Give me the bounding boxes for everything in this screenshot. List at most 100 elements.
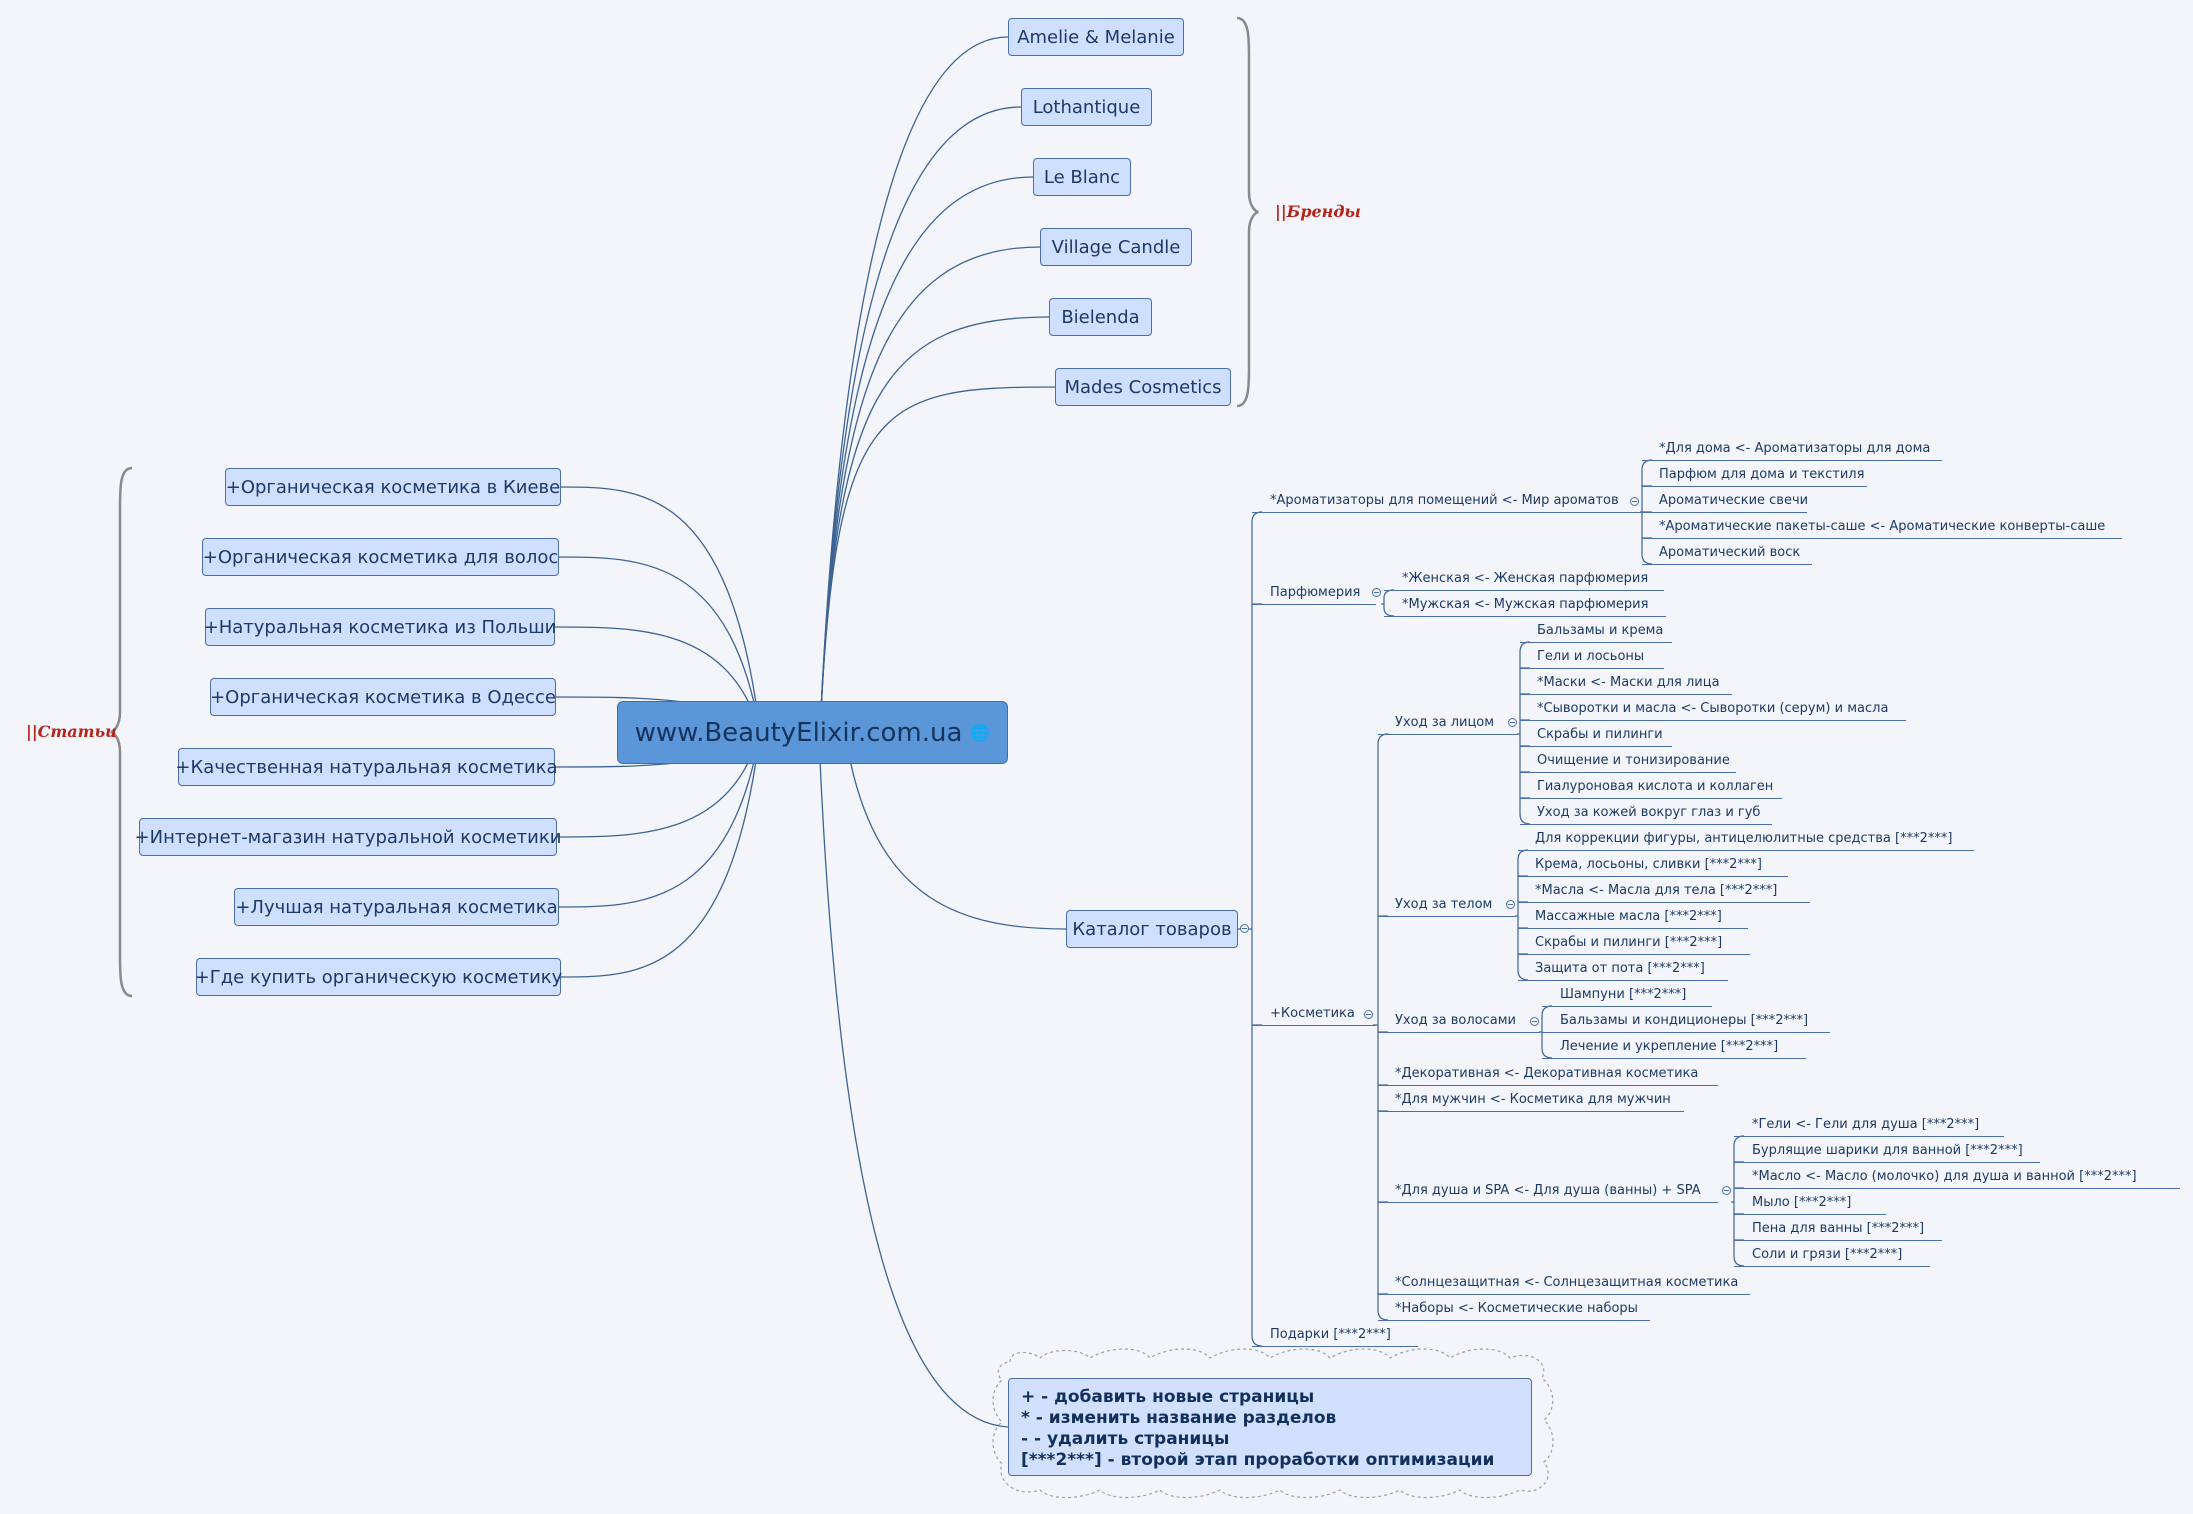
- central-topic[interactable]: www.BeautyElixir.com.ua 🌐: [617, 701, 1008, 764]
- subtopic-item[interactable]: Ароматические свечи: [1659, 493, 1809, 508]
- article-node[interactable]: +Натуральная косметика из Польши: [204, 608, 556, 646]
- subtopic-item[interactable]: *Женская <- Женская парфюмерия: [1402, 571, 1649, 586]
- brand-node[interactable]: Lothantique: [1021, 88, 1152, 126]
- brand-node[interactable]: Village Candle: [1040, 228, 1192, 266]
- legend-line: [***2***] - второй этап проработки оптим…: [1021, 1450, 1495, 1470]
- subtopic-item[interactable]: Очищение и тонизирование: [1537, 753, 1730, 768]
- cosmetics-topic[interactable]: +Косметика: [1270, 1006, 1355, 1021]
- topic-underline: [1378, 734, 1518, 735]
- collapse-toggle-icon[interactable]: [1240, 924, 1249, 933]
- gifts-topic[interactable]: Подарки [***2***]: [1270, 1327, 1391, 1342]
- body-care-topic[interactable]: Уход за телом: [1395, 897, 1493, 912]
- perfume-topic[interactable]: Парфюмерия: [1270, 585, 1361, 600]
- perfume-bracket: [1383, 589, 1395, 617]
- subtopic-item[interactable]: Шампуни [***2***]: [1560, 987, 1687, 1002]
- men-topic[interactable]: *Для мужчин <- Косметика для мужчин: [1395, 1092, 1671, 1107]
- article-node[interactable]: +Лучшая натуральная косметика: [234, 888, 559, 926]
- article-node[interactable]: +Качественная натуральная косметика: [175, 748, 558, 786]
- article-connector: [554, 626, 761, 733]
- topic-underline: [1734, 1188, 2180, 1189]
- subtopic-item[interactable]: Защита от пота [***2***]: [1535, 961, 1705, 976]
- subtopic-item[interactable]: Гиалуроновая кислота и коллаген: [1537, 779, 1774, 794]
- brace-label-articles: ||Статьи: [26, 722, 117, 741]
- collapse-toggle-icon[interactable]: [1372, 588, 1381, 597]
- topic-underline: [1518, 928, 1748, 929]
- legend-line: + - добавить новые страницы: [1021, 1387, 1315, 1407]
- face-bracket: [1519, 641, 1531, 825]
- articles-curly-brace: [110, 466, 133, 998]
- subtopic-item[interactable]: Парфюм для дома и текстиля: [1659, 467, 1865, 482]
- brand-node[interactable]: Le Blanc: [1033, 158, 1131, 196]
- legend-box[interactable]: + - добавить новые страницы * - изменить…: [1008, 1378, 1532, 1476]
- topic-underline: [1520, 798, 1782, 799]
- subtopic-item[interactable]: *Сыворотки и масла <- Сыворотки (серум) …: [1537, 701, 1889, 716]
- subtopic-item[interactable]: *Мужская <- Мужская парфюмерия: [1402, 597, 1649, 612]
- brand-node[interactable]: Bielenda: [1049, 298, 1152, 336]
- decor-topic[interactable]: *Декоративная <- Декоративная косметика: [1395, 1066, 1699, 1081]
- article-node[interactable]: +Интернет-магазин натуральной косметики: [135, 818, 561, 856]
- article-node[interactable]: +Где купить органическую косметику: [195, 958, 562, 996]
- sets-topic[interactable]: *Наборы <- Косметические наборы: [1395, 1301, 1638, 1316]
- collapse-toggle-icon[interactable]: [1506, 900, 1515, 909]
- subtopic-item[interactable]: Гели и лосьоны: [1537, 649, 1645, 664]
- article-node[interactable]: +Органическая косметика для волос: [202, 538, 559, 576]
- collapse-toggle-icon[interactable]: [1364, 1010, 1373, 1019]
- collapse-toggle-icon[interactable]: [1508, 718, 1517, 727]
- subtopic-item[interactable]: *Масло <- Масло (молочко) для душа и ван…: [1752, 1169, 2137, 1184]
- topic-underline: [1518, 954, 1750, 955]
- face-care-topic[interactable]: Уход за лицом: [1395, 715, 1495, 730]
- subtopic-item[interactable]: Скрабы и пилинги: [1537, 727, 1663, 742]
- subtopic-item[interactable]: *Маски <- Маски для лица: [1537, 675, 1720, 690]
- hair-care-topic[interactable]: Уход за волосами: [1395, 1013, 1516, 1028]
- article-label: +Лучшая натуральная косметика: [235, 896, 558, 918]
- brand-node[interactable]: Mades Cosmetics: [1055, 368, 1231, 406]
- collapse-toggle-icon[interactable]: [1630, 497, 1639, 506]
- subtopic-item[interactable]: Бурлящие шарики для ванной [***2***]: [1752, 1143, 2023, 1158]
- article-label: +Органическая косметика в Киеве: [225, 476, 561, 498]
- subtopic-item[interactable]: Бальзамы и крема: [1537, 623, 1664, 638]
- topic-underline: [1642, 460, 1942, 461]
- subtopic-item[interactable]: Ароматический воск: [1659, 545, 1801, 560]
- sun-topic[interactable]: *Солнцезащитная <- Солнцезащитная космет…: [1395, 1275, 1739, 1290]
- collapse-toggle-icon[interactable]: [1722, 1186, 1731, 1195]
- subtopic-item[interactable]: *Для дома <- Ароматизаторы для дома: [1659, 441, 1931, 456]
- topic-underline: [1378, 1111, 1684, 1112]
- subtopic-item[interactable]: Мыло [***2***]: [1752, 1195, 1852, 1210]
- subtopic-item[interactable]: Бальзамы и кондиционеры [***2***]: [1560, 1013, 1809, 1028]
- topic-underline: [1520, 720, 1906, 721]
- topic-underline: [1642, 538, 2122, 539]
- subtopic-item[interactable]: *Масла <- Масла для тела [***2***]: [1535, 883, 1778, 898]
- subtopic-item[interactable]: Лечение и укрепление [***2***]: [1560, 1039, 1779, 1054]
- topic-underline: [1542, 1032, 1830, 1033]
- topic-underline: [1518, 980, 1728, 981]
- subtopic-item[interactable]: Для коррекции фигуры, антицелюлитные сре…: [1535, 831, 1953, 846]
- collapse-toggle-icon[interactable]: [1530, 1017, 1539, 1026]
- article-node[interactable]: +Органическая косметика в Одессе: [210, 678, 556, 716]
- brand-label: Le Blanc: [1043, 166, 1121, 188]
- spa-topic[interactable]: *Для душа и SPA <- Для душа (ванны) + SP…: [1395, 1183, 1701, 1198]
- catalog-node[interactable]: Каталог товаров: [1066, 910, 1238, 948]
- article-node[interactable]: +Органическая косметика в Киеве: [225, 468, 561, 506]
- legend-cloud-boundary: [992, 1348, 1554, 1499]
- topic-underline: [1542, 1058, 1806, 1059]
- subtopic-item[interactable]: *Гели <- Гели для душа [***2***]: [1752, 1117, 1980, 1132]
- subtopic-item[interactable]: Крема, лосьоны, сливки [***2***]: [1535, 857, 1762, 872]
- topic-underline: [1252, 604, 1376, 605]
- subtopic-item[interactable]: Скрабы и пилинги [***2***]: [1535, 935, 1723, 950]
- brand-label: Amelie & Melanie: [1017, 26, 1175, 48]
- brand-label: Lothantique: [1032, 96, 1141, 118]
- subtopic-item[interactable]: Массажные масла [***2***]: [1535, 909, 1722, 924]
- brand-node[interactable]: Amelie & Melanie: [1008, 18, 1184, 56]
- aromatizers-topic[interactable]: *Ароматизаторы для помещений <- Мир аром…: [1270, 493, 1619, 508]
- subtopic-item[interactable]: Уход за кожей вокруг глаз и губ: [1537, 805, 1761, 820]
- topic-underline: [1520, 668, 1664, 669]
- central-topic-label: www.BeautyElixir.com.ua: [634, 717, 963, 748]
- subtopic-item[interactable]: Пена для ванны [***2***]: [1752, 1221, 1925, 1236]
- subtopic-item[interactable]: Соли и грязи [***2***]: [1752, 1247, 1903, 1262]
- topic-underline: [1734, 1266, 1930, 1267]
- subtopic-item[interactable]: *Ароматические пакеты-саше <- Ароматичес…: [1659, 519, 2106, 534]
- topic-underline: [1378, 1294, 1750, 1295]
- topic-underline: [1378, 1085, 1718, 1086]
- body-bracket: [1517, 849, 1529, 981]
